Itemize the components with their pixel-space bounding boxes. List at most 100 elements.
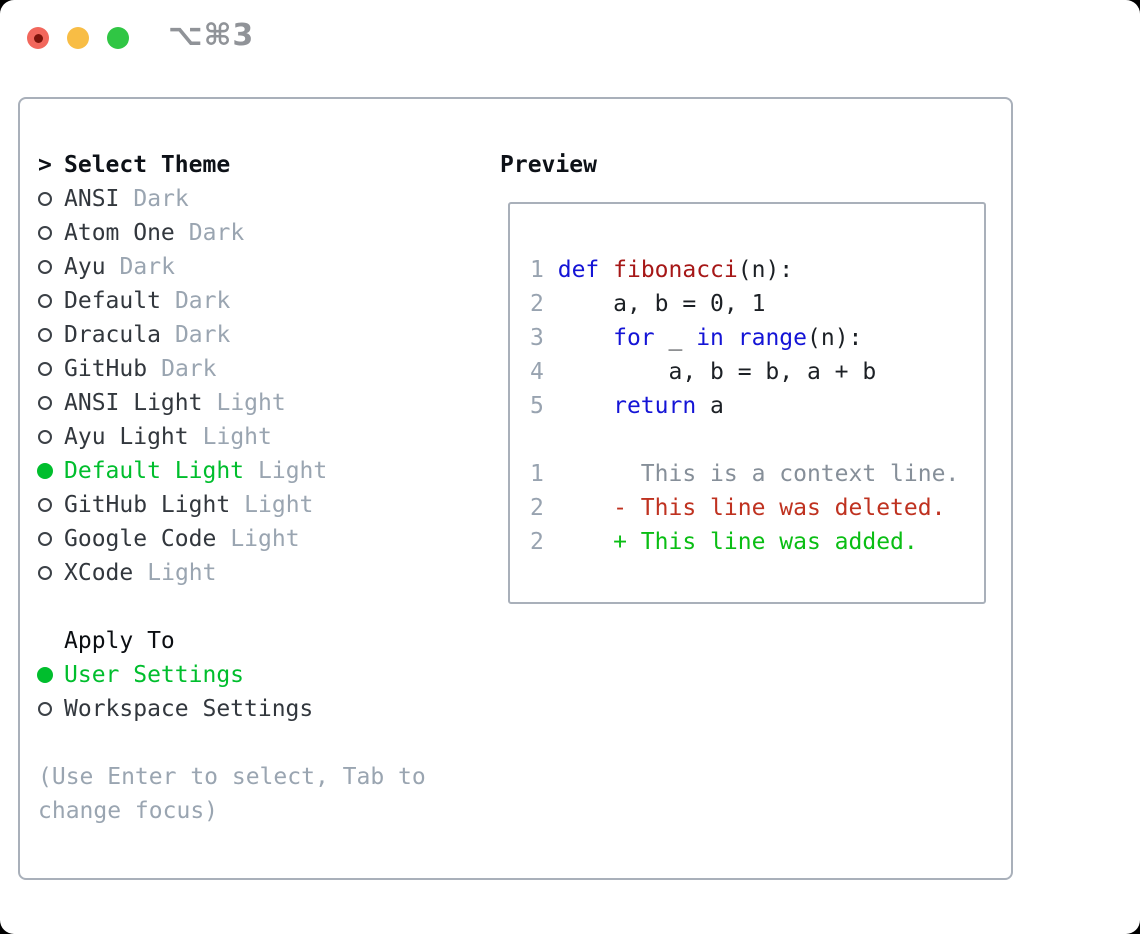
theme-option-github-light[interactable]: GitHub Light Light: [38, 488, 327, 522]
hint-text: (Use Enter to select, Tab to change focu…: [38, 760, 426, 828]
code-token: [544, 325, 613, 351]
radio-icon: [38, 192, 64, 206]
theme-name: Atom One: [64, 220, 175, 246]
code-token: [544, 257, 558, 283]
code-token-ln: 1: [530, 461, 544, 487]
preview-code: 1 def fibonacci(n): 2 a, b = 0, 1 3 for …: [510, 204, 984, 559]
code-token: [544, 495, 613, 521]
theme-name: Google Code: [64, 526, 217, 552]
radio-selected-icon: [37, 463, 64, 479]
apply-option-user-settings[interactable]: User Settings: [37, 658, 313, 692]
theme-option-dracula[interactable]: Dracula Dark: [38, 318, 327, 352]
radio-ring: [38, 430, 52, 444]
code-token-kw: range: [737, 325, 808, 351]
radio-icon: [38, 702, 64, 716]
theme-option-default[interactable]: Default Dark: [38, 284, 327, 318]
code-token: (n):: [737, 257, 794, 283]
radio-dot: [37, 667, 53, 683]
code-token-kw: return: [613, 393, 697, 419]
theme-variant-tag: Light: [244, 492, 314, 518]
theme-variant-tag: Dark: [133, 186, 189, 212]
radio-ring: [38, 362, 52, 376]
radio-ring: [38, 192, 52, 206]
code-token: a, b = 0, 1: [543, 291, 766, 317]
radio-icon: [38, 362, 64, 376]
code-token-kw: for: [613, 325, 655, 351]
code-token-fn: fibonacci: [613, 257, 738, 283]
theme-name: Ayu: [64, 254, 106, 280]
radio-icon: [38, 430, 64, 444]
radio-selected-icon: [37, 667, 64, 683]
theme-option-ansi-light[interactable]: ANSI Light Light: [38, 386, 327, 420]
theme-name: GitHub Light: [64, 492, 231, 518]
theme-list-title: Select Theme: [64, 152, 231, 178]
code-token-del: - This line was deleted.: [613, 495, 946, 521]
theme-variant-tag: Dark: [119, 254, 175, 280]
code-token-kw: in: [696, 325, 724, 351]
code-token-ctx: This is a context line.: [640, 461, 960, 487]
radio-ring: [38, 260, 52, 274]
radio-ring: [38, 396, 52, 410]
theme-name: Dracula: [64, 322, 161, 348]
code-token: a, b = b, a + b: [543, 359, 877, 385]
code-token-ln: 3: [530, 325, 544, 351]
radio-icon: [38, 294, 64, 308]
radio-icon: [38, 226, 64, 240]
theme-variant-tag: Light: [202, 424, 272, 450]
radio-icon: [38, 328, 64, 342]
zoom-button[interactable]: [107, 27, 129, 49]
code-token: [544, 393, 613, 419]
theme-variant-tag: Light: [230, 526, 300, 552]
radio-dot: [37, 463, 53, 479]
minimize-button[interactable]: [67, 27, 89, 49]
code-token: (n):: [807, 325, 863, 351]
chevron-right-icon: >: [38, 152, 52, 178]
theme-name: ANSI Light: [64, 390, 203, 416]
apply-to-title: Apply To: [64, 628, 175, 654]
radio-icon: [38, 396, 64, 410]
selection-cursor: >: [38, 152, 64, 178]
code-token-ln: 1: [530, 257, 544, 283]
code-token: [599, 257, 613, 283]
apply-option-label: Workspace Settings: [64, 696, 314, 722]
code-token: [544, 529, 613, 555]
radio-icon: [38, 498, 64, 512]
code-token-ln: 5: [530, 393, 544, 419]
radio-ring: [38, 566, 52, 580]
apply-option-workspace-settings[interactable]: Workspace Settings: [38, 692, 313, 726]
theme-option-ayu[interactable]: Ayu Dark: [38, 250, 327, 284]
theme-name: XCode: [64, 560, 134, 586]
code-token-add: + This line was added.: [613, 529, 918, 555]
hint-line-2: change focus): [38, 798, 219, 824]
radio-ring: [38, 226, 52, 240]
window-shortcut-label: ⌥⌘3: [168, 18, 255, 53]
code-token: [544, 461, 641, 487]
theme-variant-tag: Light: [216, 390, 286, 416]
traffic-lights: [27, 27, 129, 49]
theme-variant-tag: Dark: [161, 356, 217, 382]
hint-line-1: (Use Enter to select, Tab to: [38, 764, 426, 790]
radio-icon: [38, 260, 64, 274]
theme-variant-tag: Dark: [174, 288, 231, 314]
close-button[interactable]: [27, 27, 49, 49]
theme-variant-tag: Dark: [174, 322, 231, 348]
radio-ring: [38, 702, 52, 716]
code-token-ln: 2: [530, 291, 544, 317]
apply-to-title-row: Apply To: [38, 624, 313, 658]
code-token: [724, 325, 738, 351]
theme-name: Default: [64, 288, 161, 314]
theme-option-google-code[interactable]: Google Code Light: [38, 522, 327, 556]
radio-icon: [38, 532, 64, 546]
code-token: _: [654, 325, 697, 351]
theme-variant-tag: Light: [258, 458, 328, 484]
titlebar: ⌥⌘3: [0, 0, 1140, 70]
